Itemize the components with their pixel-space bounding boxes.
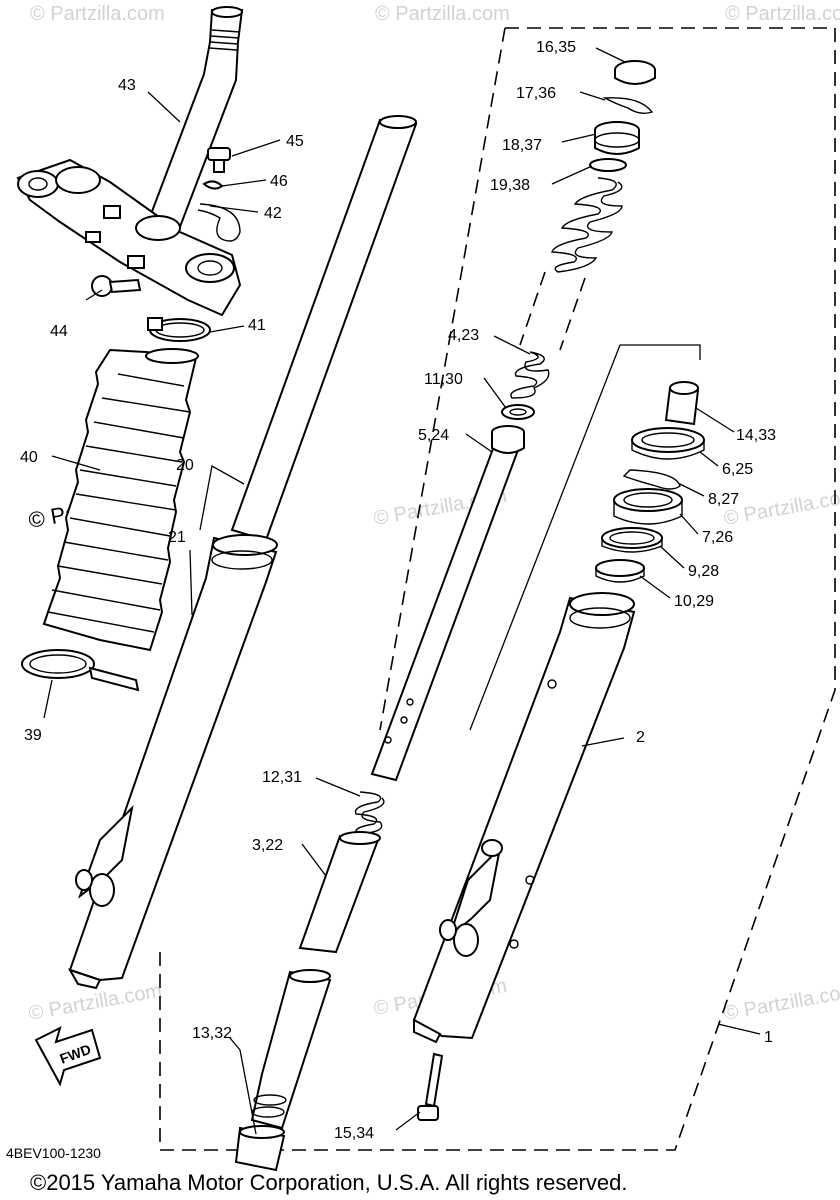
bolt-45 [207, 147, 231, 173]
steering-stem [146, 6, 244, 234]
seal-6 [631, 427, 705, 460]
callout-1: 1 [764, 1029, 773, 1046]
spring-12 [354, 791, 385, 835]
callout-9-28: 9,28 [688, 563, 719, 580]
callout-46: 46 [270, 173, 288, 190]
callout-42: 42 [264, 205, 282, 222]
callout-40: 40 [20, 449, 38, 466]
outer-tube-20 [67, 534, 278, 990]
bolt-15 [417, 1052, 444, 1121]
callout-43: 43 [118, 77, 136, 94]
callout-18-37: 18,37 [502, 137, 542, 154]
callout-8-27: 8,27 [708, 491, 739, 508]
callout-12-31: 12,31 [262, 769, 302, 786]
callout-labels: 43 45 46 42 44 41 40 20 21 39 16,35 17,3… [20, 39, 776, 1142]
callout-16-35: 16,35 [536, 39, 576, 56]
watermark: © Partzilla.com [30, 3, 165, 25]
copyright-notice: ©2015 Yamaha Motor Corporation, U.S.A. A… [30, 1170, 627, 1195]
callout-10-29: 10,29 [674, 593, 714, 610]
callout-7-26: 7,26 [702, 529, 733, 546]
callout-17-36: 17,36 [516, 85, 556, 102]
callout-15-34: 15,34 [334, 1125, 374, 1142]
callout-6-25: 6,25 [722, 461, 753, 478]
callout-41: 41 [248, 317, 266, 334]
oil-seal-7 [613, 488, 683, 525]
assembly-boundary [159, 27, 836, 1151]
bolt-44 [91, 275, 142, 297]
callout-3-22: 3,22 [252, 837, 283, 854]
washer-9 [601, 527, 663, 553]
washer-19 [589, 158, 627, 172]
guide-line [559, 277, 586, 351]
cap-16 [614, 60, 656, 85]
seal-set-bracket [469, 344, 701, 731]
callout-19-38: 19,38 [490, 177, 530, 194]
under-bracket [16, 158, 242, 317]
clip-42 [197, 203, 241, 242]
bushing-14 [664, 381, 700, 426]
callout-21: 21 [168, 529, 186, 546]
guide-line [519, 271, 546, 346]
outer-tube-2 [412, 592, 636, 1044]
spring-4 [510, 351, 550, 399]
clamp-41 [147, 317, 211, 342]
watermark: © Partzilla.com [722, 980, 840, 1025]
fork-spring [551, 177, 623, 273]
damper-rod-5 [370, 425, 525, 782]
bushing-10 [595, 559, 645, 583]
callout-4-23: 4,23 [448, 327, 479, 344]
ring-11 [501, 404, 535, 420]
callout-45: 45 [286, 133, 304, 150]
watermark: © Partzilla.com [722, 485, 840, 530]
watermark: © Partzilla.com [375, 3, 510, 25]
clamp-39 [21, 649, 140, 692]
callout-2: 2 [636, 729, 645, 746]
fork-boot-40 [42, 348, 199, 652]
assembly-boundary-inner [379, 27, 506, 731]
oil-lock-13 [234, 1125, 286, 1172]
clip-8 [622, 469, 681, 490]
leader-lines [43, 47, 761, 1135]
callout-11-30: 11,30 [424, 371, 463, 388]
callout-14-33: 14,33 [736, 427, 776, 444]
watermark: © Partzilla.com [725, 3, 840, 25]
callout-5-24: 5,24 [418, 427, 449, 444]
spacer-18 [594, 121, 640, 155]
clip-17 [602, 97, 654, 115]
callout-44: 44 [50, 323, 68, 340]
callout-13-32: 13,32 [192, 1025, 232, 1042]
washer-46 [202, 180, 224, 190]
callout-39: 39 [24, 727, 42, 744]
diagram-code: 4BEV100-1230 [6, 1145, 101, 1161]
callout-20: 20 [176, 457, 194, 474]
fwd-arrow-icon: FWD [34, 1026, 102, 1087]
inner-tube-3 [250, 831, 381, 1130]
